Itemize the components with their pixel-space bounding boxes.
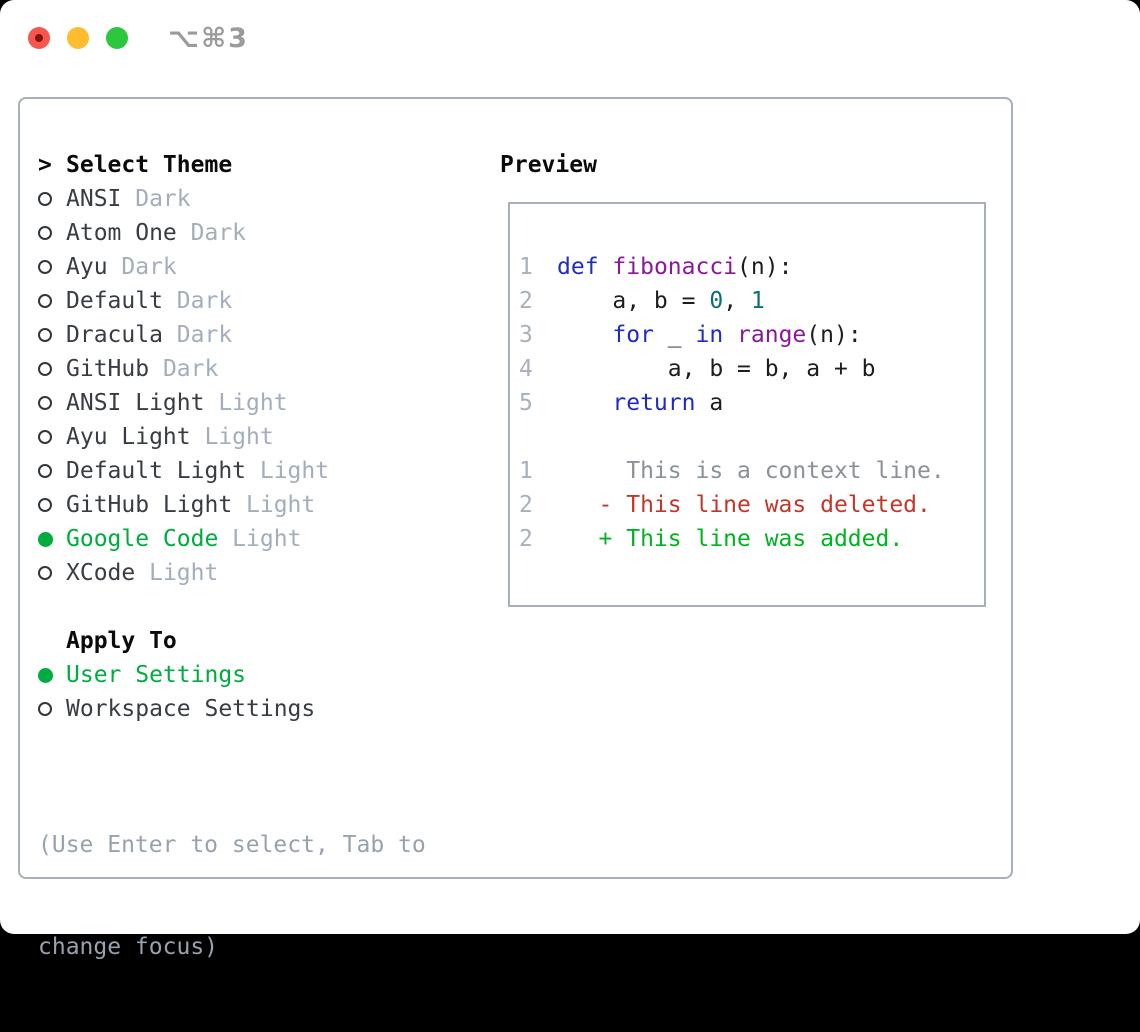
radio-icon <box>38 294 66 308</box>
theme-option-label: ANSI Dark <box>66 186 191 212</box>
radio-icon <box>38 464 66 478</box>
theme-option-label: GitHub Light Light <box>66 492 316 518</box>
theme-option-label: Dracula Dark <box>66 322 233 348</box>
radio-icon <box>38 226 66 240</box>
apply-option-user-settings[interactable]: User Settings <box>38 658 426 692</box>
code-line: 4 a, b = b, a + b <box>519 356 876 382</box>
titlebar: ⌥⌘3 <box>0 0 1140 76</box>
theme-option-label: ANSI Light Light <box>66 390 288 416</box>
theme-option-label: Atom One Dark <box>66 220 247 246</box>
line-number: 3 <box>519 322 533 348</box>
apply-option-label: User Settings <box>66 662 247 688</box>
theme-option-label: Default Light Light <box>66 458 330 484</box>
focus-caret-icon: > <box>38 152 52 178</box>
unsaved-changes-dot-icon <box>35 34 43 42</box>
keyboard-hint: (Use Enter to select, Tab to change focu… <box>38 760 426 1032</box>
zoom-button[interactable] <box>106 27 128 49</box>
diff-line-added: 2 + This line was added. <box>519 526 904 552</box>
theme-option-label: GitHub Dark <box>66 356 219 382</box>
line-number: 1 <box>519 254 533 280</box>
hint-line-1: (Use Enter to select, Tab to <box>38 832 426 858</box>
radio-icon <box>38 566 66 580</box>
line-number: 4 <box>519 356 533 382</box>
radio-icon <box>38 531 66 547</box>
line-number: 2 <box>519 492 533 518</box>
preview-title: Preview <box>500 152 597 178</box>
radio-icon <box>38 667 66 683</box>
theme-option-ansi[interactable]: ANSI Dark <box>38 182 426 216</box>
theme-option-label: XCode Light <box>66 560 219 586</box>
radio-icon <box>38 702 66 716</box>
code-line: 3 for _ in range(n): <box>519 322 862 348</box>
theme-option-label: Google Code Light <box>66 526 302 552</box>
radio-icon <box>38 328 66 342</box>
theme-option-dracula[interactable]: Dracula Dark <box>38 318 426 352</box>
hint-line-2: change focus) <box>38 934 219 960</box>
select-theme-title: Select Theme <box>66 152 233 178</box>
code-line: 5 return a <box>519 390 724 416</box>
select-theme-header: > Select Theme <box>38 148 426 182</box>
line-number: 1 <box>519 458 533 484</box>
theme-option-xcode[interactable]: XCode Light <box>38 556 426 590</box>
apply-option-label: Workspace Settings <box>66 696 316 722</box>
line-number: 2 <box>519 526 533 552</box>
minimize-button[interactable] <box>67 27 89 49</box>
close-button[interactable] <box>28 27 50 49</box>
theme-option-label: Ayu Dark <box>66 254 177 280</box>
line-number: 2 <box>519 288 533 314</box>
apply-option-workspace-settings[interactable]: Workspace Settings <box>38 692 426 726</box>
theme-option-google-code[interactable]: Google Code Light <box>38 522 426 556</box>
theme-option-label: Ayu Light Light <box>66 424 274 450</box>
theme-option-ansi-light[interactable]: ANSI Light Light <box>38 386 426 420</box>
diff-line-context: 1 This is a context line. <box>519 458 945 484</box>
theme-option-label: Default Dark <box>66 288 233 314</box>
theme-option-default[interactable]: Default Dark <box>38 284 426 318</box>
radio-icon <box>38 362 66 376</box>
radio-icon <box>38 260 66 274</box>
apply-to-title: Apply To <box>66 628 177 654</box>
diff-line-deleted: 2 - This line was deleted. <box>519 492 931 518</box>
line-number: 5 <box>519 390 533 416</box>
radio-icon <box>38 396 66 410</box>
radio-icon <box>38 192 66 206</box>
radio-icon <box>38 498 66 512</box>
theme-option-github[interactable]: GitHub Dark <box>38 352 426 386</box>
code-line: 2 a, b = 0, 1 <box>519 288 765 314</box>
theme-option-ayu[interactable]: Ayu Dark <box>38 250 426 284</box>
apply-to-header: Apply To <box>38 624 426 658</box>
radio-icon <box>38 430 66 444</box>
theme-option-default-light[interactable]: Default Light Light <box>38 454 426 488</box>
theme-option-atom-one[interactable]: Atom One Dark <box>38 216 426 250</box>
diff-preview: 1 This is a context line. 2 - This line w… <box>519 454 984 556</box>
theme-option-ayu-light[interactable]: Ayu Light Light <box>38 420 426 454</box>
theme-option-github-light[interactable]: GitHub Light Light <box>38 488 426 522</box>
window-title: ⌥⌘3 <box>168 22 249 54</box>
